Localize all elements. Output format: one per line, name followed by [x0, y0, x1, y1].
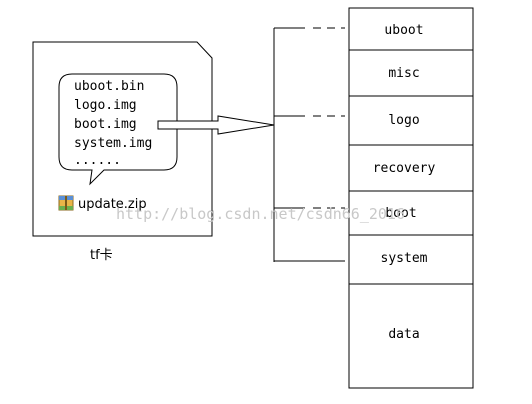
- file-list-bubble: [58, 73, 178, 186]
- file-item-system: system.img: [74, 136, 152, 151]
- partition-cell-data: [348, 283, 474, 389]
- file-item-uboot: uboot.bin: [74, 79, 144, 94]
- partition-cell-logo: [348, 95, 474, 146]
- arrow-right-icon: [157, 115, 275, 135]
- partition-cell-misc: [348, 49, 474, 97]
- partition-boot: boot: [385, 206, 416, 221]
- partition-uboot: uboot: [384, 23, 423, 38]
- zip-archive-icon: [58, 195, 74, 211]
- zip-file-name: update.zip: [78, 197, 147, 212]
- card-label: tf卡: [90, 248, 113, 263]
- partition-cell-recovery: [348, 144, 474, 192]
- partition-cell-boot: [348, 190, 474, 236]
- partition-misc: misc: [388, 66, 419, 81]
- partition-logo: logo: [388, 113, 419, 128]
- partition-cell-system: [348, 234, 474, 285]
- file-item-ellipsis: ......: [74, 153, 121, 168]
- partition-cell-uboot: [348, 7, 474, 51]
- partition-recovery: recovery: [373, 161, 436, 176]
- partition-table: [348, 7, 474, 389]
- file-item-boot: boot.img: [74, 117, 137, 132]
- partition-data: data: [388, 327, 419, 342]
- file-item-logo: logo.img: [74, 98, 137, 113]
- partition-system: system: [381, 251, 428, 266]
- watermark: http://blog.csdn.net/csdn66_2016: [116, 205, 405, 223]
